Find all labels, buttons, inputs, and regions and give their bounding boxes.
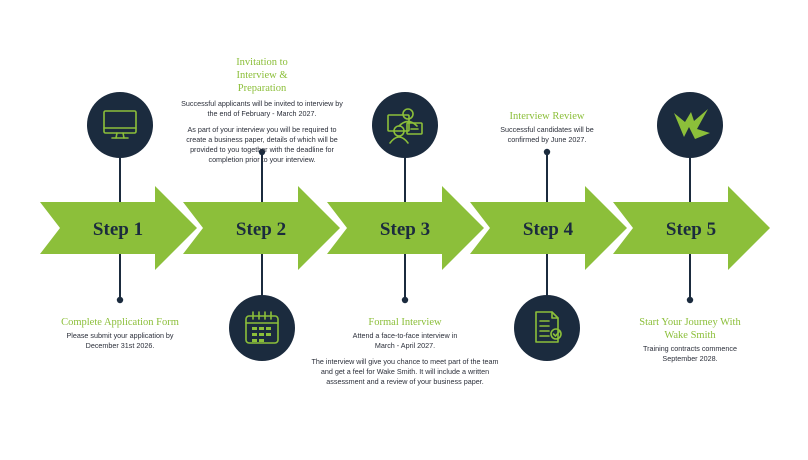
step-5-icon-circle (657, 92, 723, 158)
step-4-arrow (470, 186, 627, 270)
step-1-connector-dot (116, 296, 124, 304)
step-5-description: Training contracts commence September 20… (632, 344, 748, 364)
step-2-connector-dot (258, 148, 266, 156)
step-5-caption: Start Your Journey With Wake Smith Train… (632, 316, 748, 370)
step-2-icon-circle (229, 295, 295, 361)
step-3-label: Step 3 (380, 219, 430, 240)
checklist-icon (535, 311, 562, 343)
step-3-icon-circle (372, 92, 438, 158)
step-4-label: Step 4 (523, 219, 574, 240)
step-2-title: Invitation to Interview & Preparation (236, 57, 288, 94)
wake-smith-logo-icon (674, 109, 710, 139)
step-5-arrow (613, 186, 770, 270)
step-3-arrow (327, 186, 484, 270)
step-4-paragraph: Successful candidates will be confirmed … (500, 125, 594, 144)
step-2-label: Step 2 (236, 219, 286, 240)
step-1-paragraph: Please submit your application by Decemb… (66, 331, 174, 350)
step-1-label: Step 1 (93, 219, 143, 240)
meeting-icon (387, 108, 423, 144)
calendar-icon (245, 311, 279, 344)
step-3-title: Formal Interview (368, 317, 442, 328)
step-5-paragraph: Training contracts commence September 20… (642, 344, 737, 363)
step-1-icon-circle (87, 92, 153, 158)
step-4-icon-circle (514, 295, 580, 361)
step-2-arrow (183, 186, 340, 270)
step-4-title: Interview Review (509, 111, 585, 122)
step-3-paragraph-1: Attend a face-to-face interview in March… (352, 331, 458, 350)
step-5-connector-dot (686, 296, 694, 304)
step-1-arrow (40, 186, 197, 270)
step-2-paragraph-2: As part of your interview you will be re… (186, 125, 338, 164)
step-2-description: Successful applicants will be invited to… (178, 99, 346, 165)
step-2-caption: Invitation to Interview & Preparation Su… (178, 56, 346, 171)
step-4-description: Successful candidates will be confirmed … (492, 125, 602, 145)
monitor-icon (103, 110, 137, 139)
step-5-label: Step 5 (666, 219, 716, 240)
step-5-title: Start Your Journey With Wake Smith (639, 317, 741, 341)
step-1-title: Complete Application Form (61, 317, 179, 328)
step-2-paragraph-1: Successful applicants will be invited to… (181, 99, 343, 118)
step-4-caption: Interview Review Successful candidates w… (492, 110, 602, 151)
step-3-description: Attend a face-to-face interview in March… (310, 331, 500, 387)
step-3-paragraph-2: The interview will give you chance to me… (311, 357, 499, 386)
step-1-caption: Complete Application Form Please submit … (55, 316, 185, 357)
step-3-connector-dot (401, 296, 409, 304)
step-3-caption: Formal Interview Attend a face-to-face i… (310, 316, 500, 393)
step-1-description: Please submit your application by Decemb… (55, 331, 185, 351)
step-4-connector-dot (543, 148, 551, 156)
